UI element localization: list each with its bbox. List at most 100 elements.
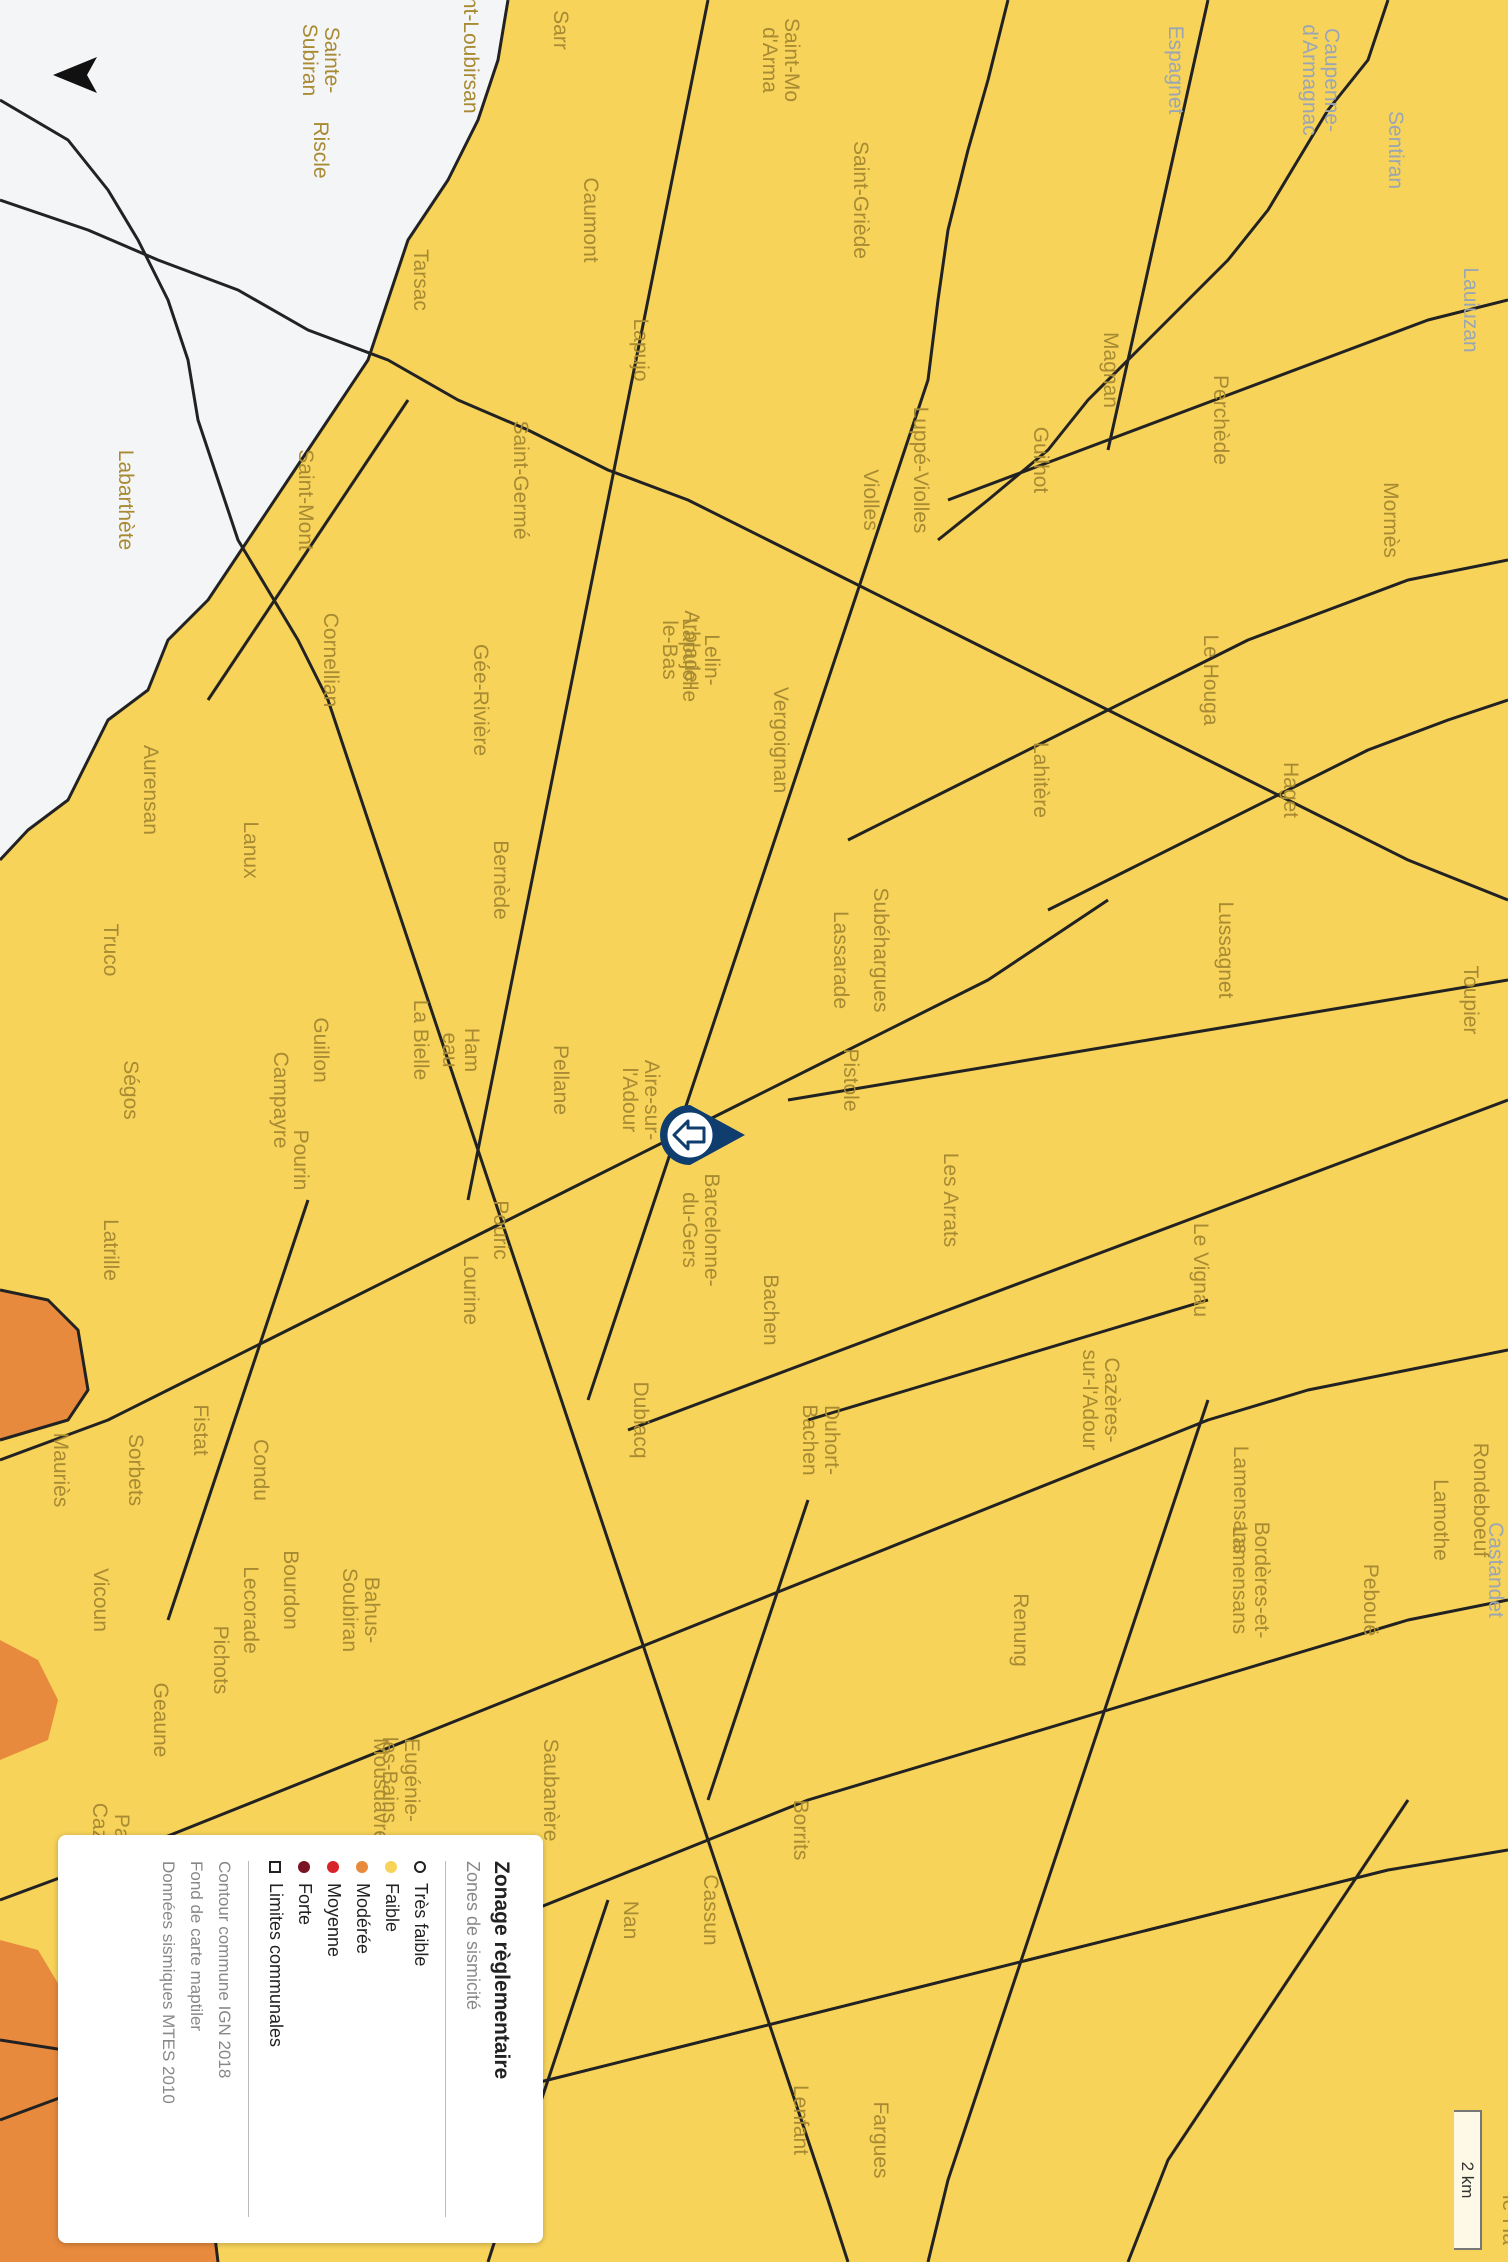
commune-label: Lecorade xyxy=(239,1566,262,1654)
commune-label: Aurensan xyxy=(139,745,162,835)
commune-label: Guilhot xyxy=(1029,426,1052,494)
commune-label: Violles xyxy=(859,469,882,531)
commune-label: Lourine xyxy=(459,1254,482,1326)
commune-label: Pourin xyxy=(289,1129,312,1191)
commune-label: Lussagnet xyxy=(1214,901,1237,999)
commune-label: Duhort- Bachen xyxy=(798,1404,843,1476)
commune-label: Saint-Griède xyxy=(849,141,872,259)
legend-item-label: Moyenne xyxy=(324,1883,344,1958)
commune-label: Pouric xyxy=(489,1200,512,1260)
commune-label: Vergoignan xyxy=(769,686,792,794)
legend-item[interactable]: Modérée xyxy=(352,1861,373,2217)
commune-label: Vicoun xyxy=(89,1568,112,1632)
zone-moderee-2 xyxy=(0,1640,58,1760)
commune-label: Sainte- Subiran xyxy=(298,23,343,97)
commune-label: Cornellian xyxy=(319,612,342,708)
commune-label: Truco xyxy=(99,923,122,977)
commune-label: Pellane xyxy=(549,1044,572,1116)
commune-label: Mousdavre xyxy=(369,1738,392,1842)
legend-panel: Zonage règlementaire Zones de sismicité … xyxy=(58,1835,543,2243)
commune-label: Saint-Germé xyxy=(509,420,532,540)
commune-label: Cassun xyxy=(699,1874,722,1946)
commune-label: Mormès xyxy=(1379,482,1402,558)
commune-label: Lahitère xyxy=(1029,742,1052,818)
basemap-label: Sentiran xyxy=(1384,110,1407,190)
legend-item[interactable]: Moyenne xyxy=(323,1861,344,2217)
commune-label: Riscle xyxy=(309,121,332,179)
legend-item-label: Faible xyxy=(382,1883,402,1933)
legend-item-boundaries[interactable]: Limites communales xyxy=(265,1861,286,2217)
commune-label: Bordères-et- Lamensans xyxy=(1228,1521,1273,1639)
zone-moderee xyxy=(0,1290,88,1440)
commune-label: Borrits xyxy=(789,1799,812,1861)
commune-label: Saint-Mont xyxy=(294,449,317,551)
commune-label: Saint-Loubirsan xyxy=(459,0,482,114)
commune-label: Lassarade xyxy=(829,910,852,1010)
commune-label: Fistat xyxy=(189,1404,212,1456)
legend-item-label: Forte xyxy=(295,1883,315,1926)
commune-label: Geaune xyxy=(149,1682,172,1758)
commune-label: Saubanère xyxy=(539,1738,562,1842)
commune-label: Bachen xyxy=(759,1274,782,1346)
source-ign: Contour commune IGN 2018 xyxy=(215,1861,234,2079)
legend-swatch-icon xyxy=(327,1861,340,1873)
legend-swatch-icon xyxy=(385,1861,398,1873)
commune-label: Renung xyxy=(1009,1593,1032,1667)
commune-label: Le Houga xyxy=(1199,634,1222,726)
legend-title: Zonage règlementaire xyxy=(490,1861,513,2080)
legend-divider-2 xyxy=(248,1861,249,2217)
scale-bar: 2 km xyxy=(1454,2110,1482,2250)
legend-item[interactable]: Faible xyxy=(381,1861,402,2217)
commune-label: Ségos xyxy=(119,1060,142,1120)
commune-label: Sorbets xyxy=(124,1433,147,1507)
commune-label: La Bielle xyxy=(409,999,432,1081)
commune-label: Perchède xyxy=(1209,375,1232,465)
commune-label: Pichots xyxy=(209,1625,232,1695)
commune-label: Lapujo xyxy=(629,318,652,382)
commune-label: Lanux xyxy=(239,821,262,879)
legend-item[interactable]: Très faible xyxy=(410,1861,431,2217)
commune-label: Condu xyxy=(249,1439,272,1501)
commune-label: Arblade- le-Ha xyxy=(1498,2194,1508,2246)
commune-label: Barcelonne- du-Gers xyxy=(678,1173,723,1287)
legend-swatch-icon xyxy=(414,1861,427,1873)
commune-label: Gée-Rivière xyxy=(469,643,492,757)
commune-label: Latrille xyxy=(99,1219,122,1281)
legend-item-label: Modérée xyxy=(353,1883,373,1955)
home-pin-icon[interactable] xyxy=(650,1095,750,1175)
commune-label: Sarr xyxy=(549,10,572,50)
commune-label: Pistole xyxy=(839,1048,862,1112)
commune-label: Lelin- Lapujolle xyxy=(678,617,723,703)
legend-item-label: Très faible xyxy=(411,1883,431,1967)
basemap-label: Castandet xyxy=(1484,1522,1507,1618)
basemap-label: Lauiuzan xyxy=(1459,267,1482,353)
commune-label: Tarsac xyxy=(409,249,432,311)
commune-label: Ham eau xyxy=(438,1027,483,1073)
commune-label: Guillon xyxy=(309,1017,332,1083)
legend-boundaries-label: Limites communales xyxy=(266,1883,286,2048)
commune-label: Campayre xyxy=(269,1051,292,1149)
legend-swatch-icon xyxy=(298,1861,311,1873)
legend-divider xyxy=(445,1861,446,2217)
source-maptiler: Fond de carte maptiler xyxy=(187,1861,206,2032)
commune-label: Saint-Mo d'Arma xyxy=(758,17,803,103)
commune-label: Haget xyxy=(1279,761,1302,819)
commune-label: Bahus- Soubiran xyxy=(338,1567,383,1653)
commune-label: Nan xyxy=(619,1900,642,1940)
commune-label: Luppé-Violles xyxy=(909,406,932,534)
basemap-label: Caupenne- d'Armagnac xyxy=(1298,24,1343,136)
legend-item[interactable]: Forte xyxy=(294,1861,315,2217)
commune-label: Dubiacq xyxy=(629,1381,652,1459)
commune-label: Labarthète xyxy=(114,449,137,551)
commune-label: Le Vignau xyxy=(1189,1222,1212,1318)
legend-items: Très faible Faible Modérée Moyenne Forte xyxy=(294,1861,431,2217)
north-arrow-icon xyxy=(45,45,105,105)
commune-label: Pebouë xyxy=(1359,1563,1382,1637)
basemap-label: Espagnet xyxy=(1164,25,1187,115)
commune-label: Subéhargues xyxy=(869,887,892,1013)
